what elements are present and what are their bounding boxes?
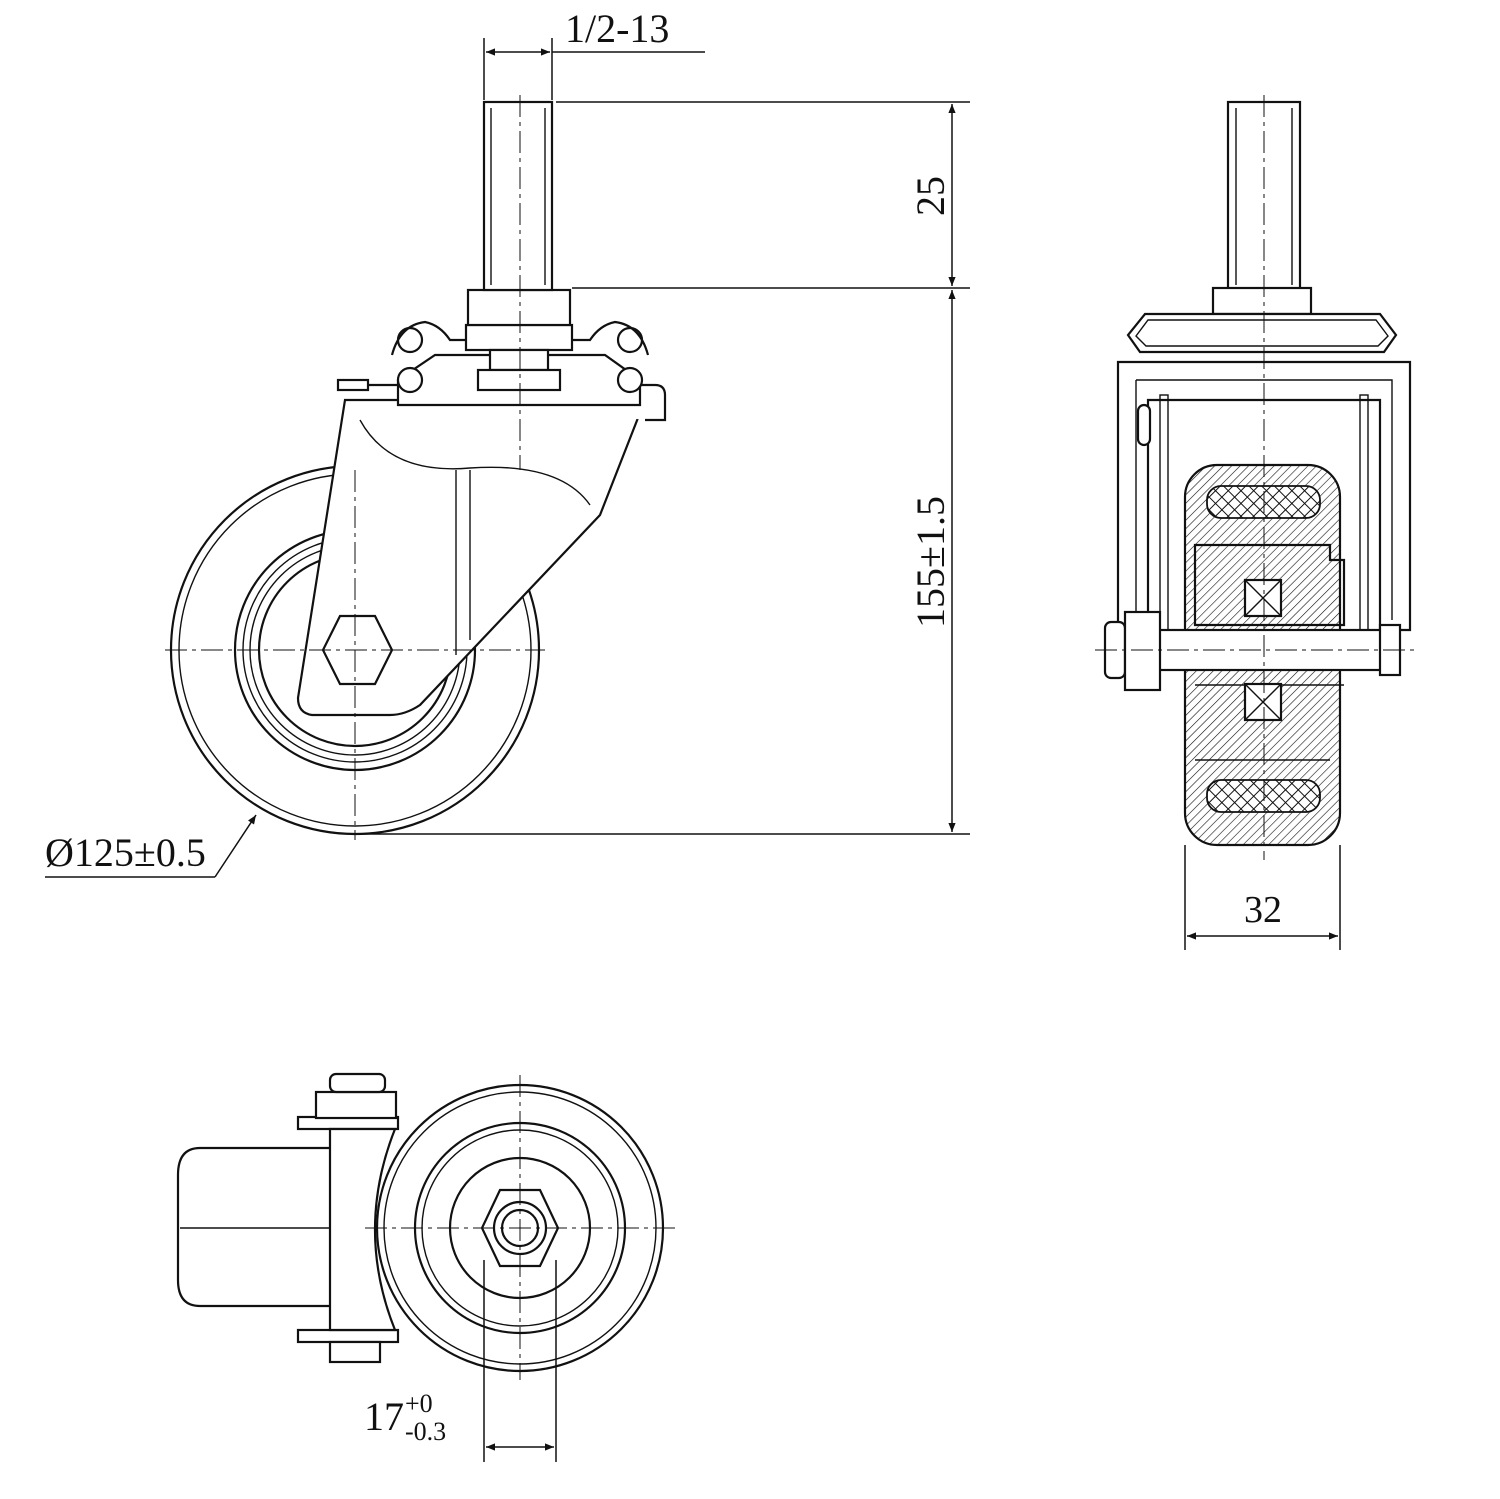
end-view [1095, 95, 1415, 860]
dim-width: 32 [1184, 845, 1341, 950]
stem-length-label: 25 [908, 176, 953, 216]
side-view [165, 95, 667, 840]
total-height-label: 155±1.5 [908, 496, 953, 628]
thread-label: 1/2-13 [565, 6, 669, 51]
offset-label: 17 [364, 1394, 404, 1439]
offset-tol-upper: +0 [405, 1389, 433, 1418]
dim-thread: 1/2-13 [483, 6, 705, 100]
offset-tol-lower: -0.3 [405, 1417, 446, 1446]
width-label: 32 [1244, 889, 1282, 931]
threaded-stem [482, 100, 554, 292]
dim-offset: 17 +0 -0.3 [364, 1260, 557, 1462]
top-view [176, 1072, 675, 1380]
dim-diameter: Ø125±0.5 [45, 814, 257, 878]
diameter-label: Ø125±0.5 [45, 830, 206, 875]
dim-heights: 25 155±1.5 [360, 101, 970, 835]
swivel-head [336, 288, 667, 422]
